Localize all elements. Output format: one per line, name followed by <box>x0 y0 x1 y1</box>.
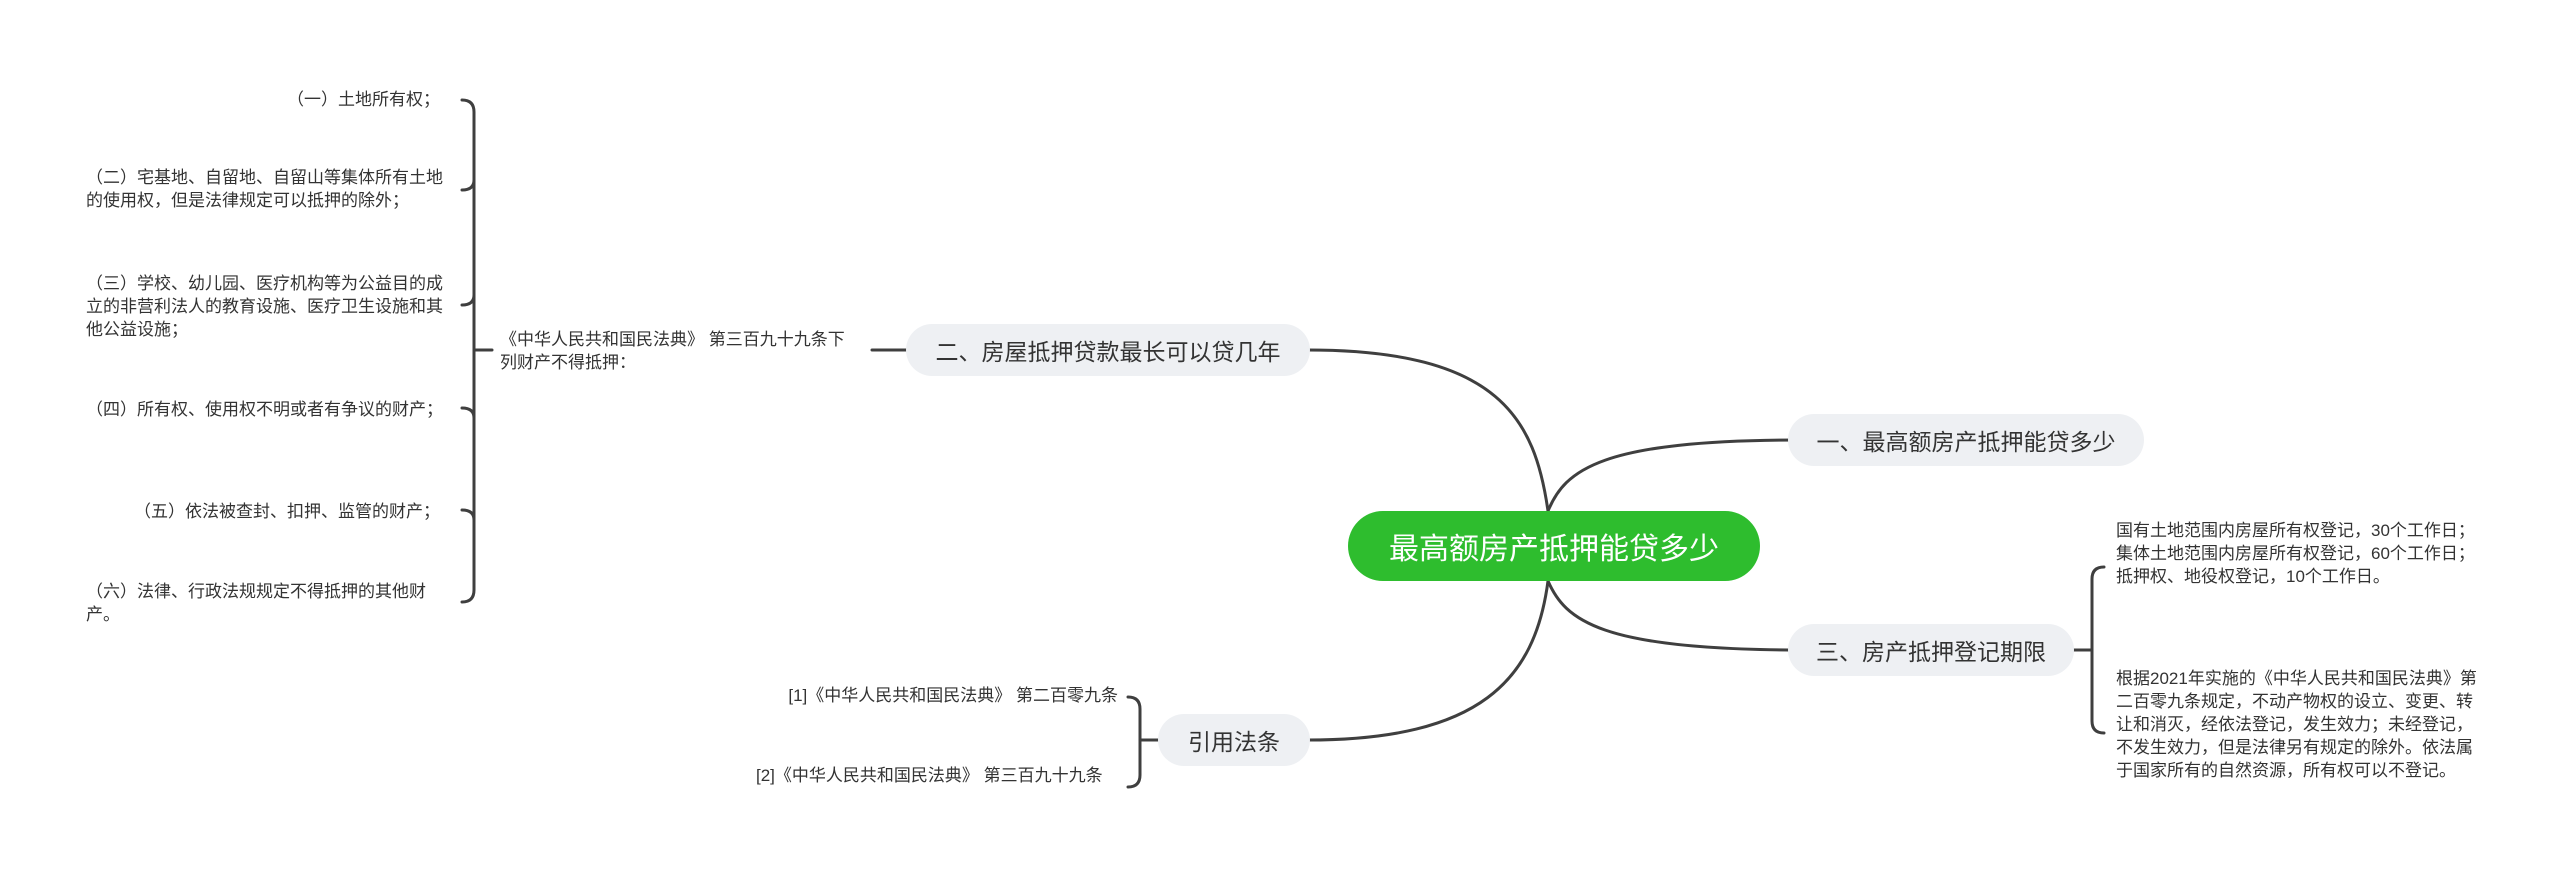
branch-4-item-1: [1]《中华人民共和国民法典》 第二百零九条 <box>788 686 1118 705</box>
connector-root-branch-3 <box>1546 579 1802 652</box>
branch-2-intro: 《中华人民共和国民法典》 第三百九十九条下列财产不得抵押： <box>500 330 845 372</box>
bracket-branch-2-tick-1 <box>460 178 476 192</box>
connector-root-branch-2 <box>1306 348 1550 513</box>
branch-2-item-5: （五）依法被查封、扣押、监管的财产； <box>134 502 440 521</box>
connector-root-branch-1 <box>1546 438 1802 513</box>
branch-2-item-6: （六）法律、行政法规规定不得抵押的其他财产。 <box>86 582 426 624</box>
bracket-branch-2-tick-2 <box>460 293 476 307</box>
bracket-branch-3 <box>2090 565 2106 735</box>
branch-2-item-1: （一）土地所有权； <box>287 90 440 109</box>
branch-2-item-3: （三）学校、幼儿园、医疗机构等为公益目的成立的非营利法人的教育设施、医疗卫生设施… <box>86 274 443 339</box>
branch-node-1[interactable]: 一、最高额房产抵押能贷多少 <box>1788 414 2144 466</box>
branch-node-2[interactable]: 二、房屋抵押贷款最长可以贷几年 <box>906 324 1310 376</box>
branch-node-4[interactable]: 引用法条 <box>1158 714 1310 766</box>
bracket-branch-2 <box>460 98 476 604</box>
connector-root-branch-4 <box>1306 579 1550 742</box>
branch-3-item-2: 根据2021年实施的《中华人民共和国民法典》第二百零九条规定，不动产物权的设立、… <box>2116 669 2477 780</box>
branch-4-item-2: [2]《中华人民共和国民法典》 第三百九十九条 <box>756 766 1103 785</box>
branch-3-item-1: 国有土地范围内房屋所有权登记，30个工作日；集体土地范围内房屋所有权登记，60个… <box>2116 521 2475 586</box>
bracket-branch-2-tick-3 <box>460 406 476 420</box>
root-node[interactable]: 最高额房产抵押能贷多少 <box>1348 511 1760 581</box>
bracket-branch-4 <box>1126 695 1142 789</box>
branch-2-item-2: （二）宅基地、自留地、自留山等集体所有土地的使用权，但是法律规定可以抵押的除外； <box>86 168 443 210</box>
branch-2-item-4: （四）所有权、使用权不明或者有争议的财产； <box>86 400 443 419</box>
branch-node-3[interactable]: 三、房产抵押登记期限 <box>1788 624 2074 676</box>
bracket-branch-2-tick-4 <box>460 508 476 522</box>
